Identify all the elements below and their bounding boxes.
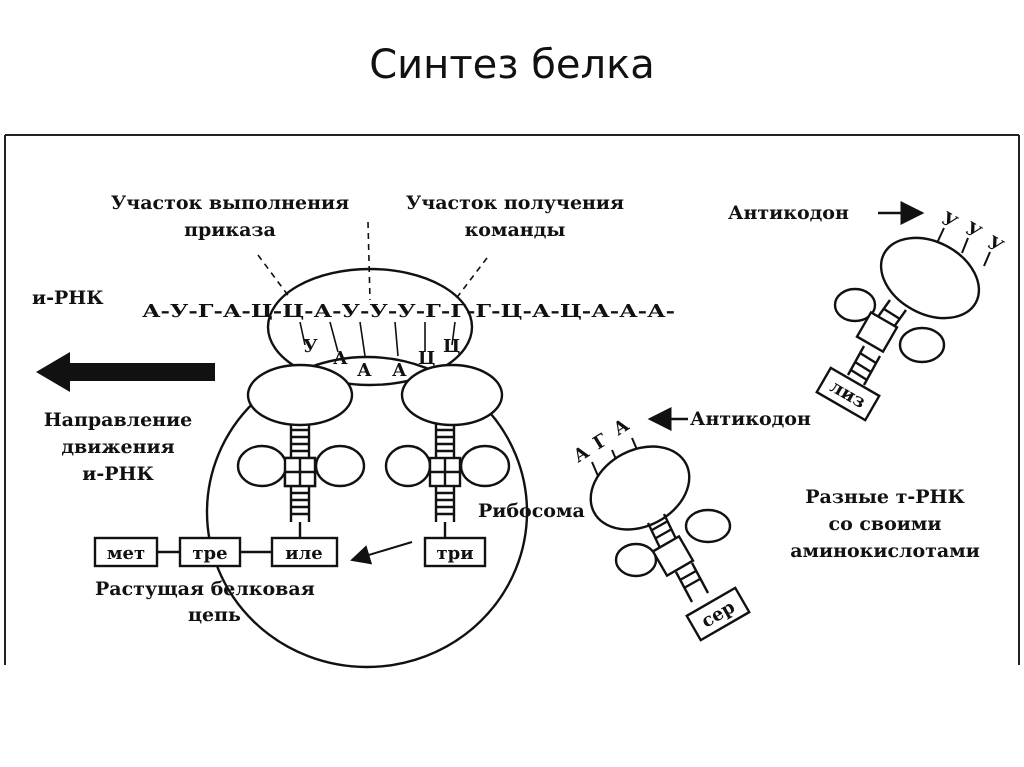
pointer-execute (257, 254, 291, 299)
anticodon-left-3: А (357, 360, 372, 381)
slide-title: Синтез белка (369, 42, 655, 88)
site-execute-label-line1: Участок выполнения (111, 192, 349, 214)
direction-label-line2: движения (61, 436, 174, 458)
trna-lys: У У У (815, 208, 1007, 422)
ribosome-large-subunit (205, 355, 529, 669)
amino-acid-met: мет (107, 543, 145, 564)
direction-label-line1: Направление (44, 409, 193, 431)
protein-chain (93, 536, 487, 568)
site-execute-label-line2: приказа (184, 219, 276, 241)
anticodon-left-1: У (303, 336, 318, 357)
anticodon-mid-label: Антикодон (690, 408, 811, 430)
pointer-receive (454, 257, 488, 301)
ribosome-small-subunit (266, 267, 474, 387)
amino-acid-ile: иле (285, 543, 323, 564)
trna-group-label-line2: со своими (829, 513, 942, 535)
anticodon-ser-1: А (570, 441, 594, 467)
mrna-label: и-РНК (32, 287, 104, 309)
anticodon-left-2: А (333, 348, 348, 369)
trna-right: А Ц Ц (384, 336, 511, 538)
trna-group-label-line3: аминокислотами (790, 540, 980, 562)
site-receive-label-line2: команды (465, 219, 566, 241)
trna-group-label-line1: Разные т-РНК (805, 486, 965, 508)
anticodon-right-1: А (392, 360, 407, 381)
anticodon-ser-3: А (610, 414, 634, 440)
growing-chain-label-line1: Растущая белковая (95, 578, 315, 600)
amino-acid-trp: три (436, 543, 473, 564)
anticodon-right-2: Ц (418, 348, 435, 369)
amino-acid-thr: тре (192, 543, 227, 564)
growing-chain-label-line2: цепь (188, 604, 241, 626)
mrna-sequence: А-У-Г-А-Ц-Ц-А-У-У-У-Г-Г-Г-Ц-А-Ц-А-А-А- (142, 301, 675, 322)
anticodon-top-label: Антикодон (728, 202, 849, 224)
trna-left: У А А (236, 336, 372, 538)
trna-ser: А Г А (570, 414, 751, 642)
anticodon-lys-2: У (962, 218, 985, 244)
ribosome-label: Рибосома (478, 500, 585, 522)
direction-arrow (36, 352, 215, 392)
peptide-transfer-arrow (350, 541, 413, 565)
anticodon-ser-2: Г (590, 430, 612, 455)
direction-label-line3: и-РНК (82, 463, 154, 485)
codon-pairing-lines (299, 321, 456, 357)
site-receive-label-line1: Участок получения (406, 192, 624, 214)
anticodon-lys-3: У (984, 232, 1007, 258)
pointer-divider (367, 221, 371, 301)
anticodon-right-3: Ц (443, 336, 460, 357)
anticodon-lys-1: У (938, 208, 961, 234)
